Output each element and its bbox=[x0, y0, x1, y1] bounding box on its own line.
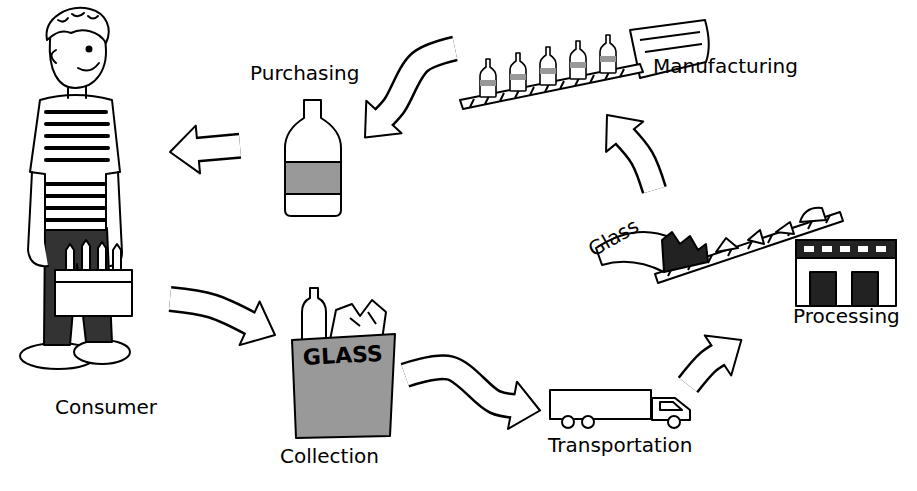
bag bbox=[292, 334, 395, 438]
bottle bbox=[480, 59, 496, 97]
bottle bbox=[540, 47, 556, 85]
stage-group: Purchasing bbox=[240, 55, 365, 220]
cycle-arrow bbox=[405, 367, 540, 429]
stripe bbox=[46, 182, 105, 186]
wheel bbox=[582, 416, 594, 428]
stripe bbox=[46, 194, 105, 198]
machine-detail bbox=[640, 32, 702, 52]
roof-band bbox=[796, 240, 896, 258]
bottle bbox=[510, 53, 526, 91]
collection-bag bbox=[292, 288, 395, 438]
arrow-fill bbox=[194, 146, 240, 150]
stripe bbox=[46, 134, 108, 138]
wheel bbox=[562, 416, 574, 428]
truck bbox=[550, 390, 690, 428]
wheel bbox=[668, 416, 680, 428]
arrow-outline bbox=[381, 49, 455, 120]
stripe bbox=[46, 146, 108, 150]
stage-caption: Processing bbox=[793, 304, 900, 328]
smile bbox=[78, 63, 99, 71]
arrow-outline bbox=[688, 353, 721, 385]
processing-line bbox=[596, 208, 896, 306]
stage-group: Collection bbox=[275, 300, 405, 475]
material-label: Glass bbox=[585, 214, 643, 260]
glass-piece bbox=[716, 222, 794, 252]
arm bbox=[28, 172, 48, 266]
plant-building bbox=[796, 240, 896, 306]
cycle-arrow bbox=[170, 126, 240, 174]
bottle-body bbox=[285, 100, 341, 216]
stripe bbox=[46, 110, 106, 114]
arrow-fill bbox=[688, 353, 721, 385]
bottle-label bbox=[286, 162, 340, 194]
cycle-arrow bbox=[606, 115, 654, 190]
stage-group: Processing bbox=[590, 190, 912, 340]
door bbox=[810, 272, 836, 306]
stage-caption: Collection bbox=[280, 444, 379, 468]
bag-bottle bbox=[302, 288, 326, 340]
arrow-outline bbox=[405, 367, 516, 406]
cycle-arrow bbox=[170, 299, 275, 345]
crumple-lines bbox=[350, 312, 376, 326]
stripe bbox=[46, 218, 105, 222]
hair-strands bbox=[58, 13, 98, 22]
bag-contents bbox=[330, 300, 386, 340]
bottle bbox=[600, 35, 616, 73]
carton-edge bbox=[55, 281, 132, 283]
truck-body bbox=[550, 390, 651, 419]
bag-lettering: GLASS bbox=[302, 342, 383, 370]
door bbox=[852, 272, 878, 306]
cycle-arrow bbox=[365, 49, 455, 138]
arrow-fill bbox=[622, 134, 654, 190]
eye bbox=[87, 47, 92, 52]
arrow-fill bbox=[170, 299, 253, 325]
stripe bbox=[46, 122, 108, 126]
stage-caption: Purchasing bbox=[250, 61, 359, 85]
stripe bbox=[46, 206, 105, 210]
shirt bbox=[30, 95, 120, 230]
cab-window bbox=[660, 402, 682, 410]
bottle-necks bbox=[66, 240, 121, 272]
hair bbox=[47, 8, 109, 43]
ear bbox=[52, 50, 57, 63]
stage-caption: Consumer bbox=[55, 395, 157, 419]
crushed-glass bbox=[662, 232, 708, 272]
arrow-fill bbox=[381, 49, 455, 120]
arrow-outline bbox=[170, 299, 253, 325]
purchase-bottle bbox=[285, 100, 341, 216]
shoe bbox=[74, 340, 130, 364]
stage-group: Transportation bbox=[540, 385, 725, 470]
arrow-outline bbox=[622, 134, 654, 190]
bottle bbox=[570, 41, 586, 79]
label-edges bbox=[286, 162, 340, 194]
cycle-arrow bbox=[688, 335, 741, 385]
stage-group: Consumer bbox=[10, 5, 170, 425]
windows bbox=[804, 246, 886, 252]
consumer-figure bbox=[20, 8, 132, 369]
stage-caption: Transportation bbox=[548, 433, 692, 457]
carton bbox=[55, 270, 132, 316]
glass-piece bbox=[800, 208, 826, 222]
stripe bbox=[46, 158, 108, 162]
six-pack bbox=[55, 240, 132, 316]
arrow-fill bbox=[405, 367, 516, 406]
stage-group: Manufacturing bbox=[455, 20, 855, 115]
arrow-outline bbox=[194, 146, 240, 150]
stage-caption: Manufacturing bbox=[653, 54, 798, 78]
shirt-stripes bbox=[46, 112, 108, 220]
